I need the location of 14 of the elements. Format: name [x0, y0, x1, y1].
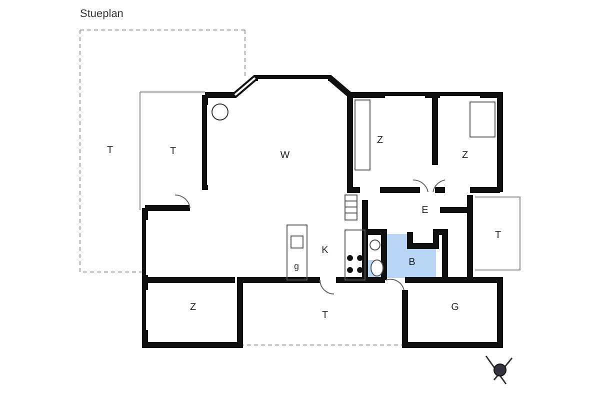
room-label: K — [322, 244, 328, 256]
room-label: Z — [376, 134, 384, 146]
room-label: Z — [462, 150, 468, 160]
room-label: T — [322, 310, 328, 320]
appliance-label: g — [294, 261, 300, 271]
room-label: B — [408, 256, 416, 268]
room-label: T — [494, 230, 502, 240]
room-label: T — [170, 146, 176, 156]
room-label: G — [451, 302, 459, 313]
room-label: E — [422, 204, 428, 216]
plan-title: Stueplan — [80, 8, 124, 20]
room-label: W — [280, 150, 290, 160]
room-label: Z — [190, 302, 196, 313]
room-label: T — [106, 144, 114, 156]
